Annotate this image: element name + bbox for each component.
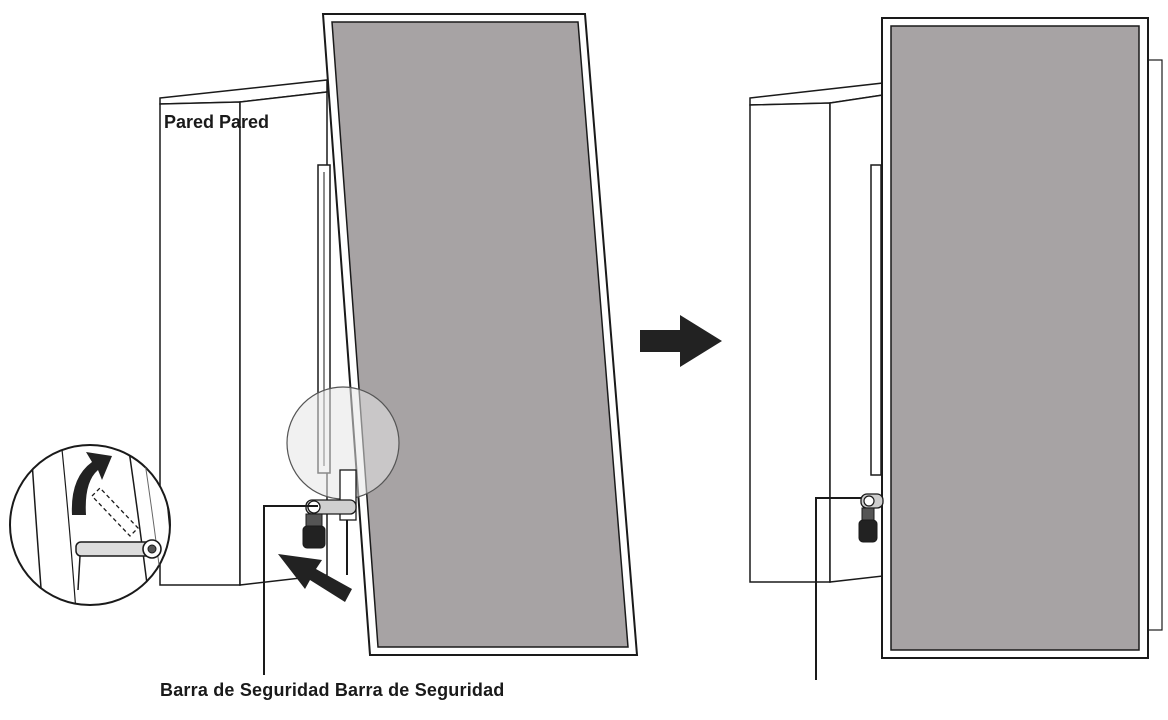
- safety-bar-label: Barra de Seguridad Barra de Seguridad: [160, 680, 505, 700]
- diagonal-arrow-icon: [278, 554, 352, 602]
- safety-bar-leader-left: [263, 505, 318, 675]
- display-panel-tilted: [321, 13, 639, 656]
- left-scene: [9, 13, 639, 675]
- wall-right: [749, 82, 884, 583]
- wall-left: [159, 79, 328, 586]
- right-arrow-icon: [640, 315, 722, 367]
- safety-bar-leader-right: [815, 497, 861, 680]
- curved-arrow-icon: [71, 452, 112, 515]
- wall-label: Pared Pared: [164, 112, 270, 132]
- display-panel-mounted: [881, 17, 1163, 659]
- safety-bar-mechanism-right: [858, 493, 884, 543]
- right-scene: [749, 17, 1163, 680]
- mount-bracket-right: [870, 164, 882, 476]
- safety-bar-mechanism-left: [302, 469, 357, 575]
